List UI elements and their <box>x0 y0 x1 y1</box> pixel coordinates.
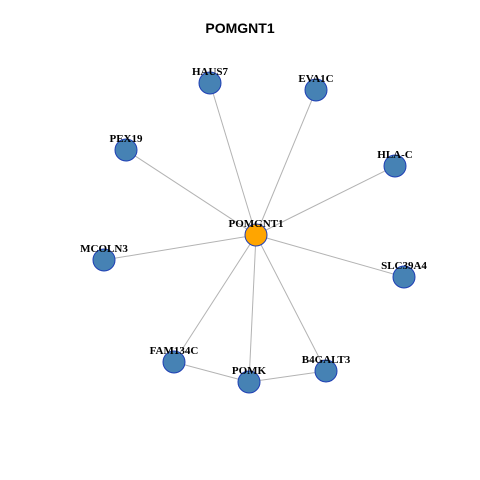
node-label-mcoln3: MCOLN3 <box>80 243 128 255</box>
node-eva1c[interactable] <box>304 78 328 102</box>
node-label-slc39a4: SLC39A4 <box>381 260 427 272</box>
edge-pomgnt1-fam134c <box>173 234 257 363</box>
nodes-layer <box>92 71 416 394</box>
node-label-b4galt3: B4GALT3 <box>302 354 351 366</box>
edge-pomk-b4galt3 <box>248 370 327 383</box>
node-haus7[interactable] <box>198 71 222 95</box>
node-label-fam134c: FAM134C <box>150 345 199 357</box>
edge-pomgnt1-pomk <box>248 234 257 383</box>
node-label-eva1c: EVA1C <box>298 73 333 85</box>
node-slc39a4[interactable] <box>392 265 416 289</box>
edge-pomgnt1-mcoln3 <box>103 234 257 261</box>
edges-layer <box>103 82 405 383</box>
edge-pomgnt1-eva1c <box>255 89 317 236</box>
node-pomgnt1[interactable] <box>244 223 268 247</box>
node-b4galt3[interactable] <box>314 359 338 383</box>
node-hla-c[interactable] <box>383 154 407 178</box>
node-pex19[interactable] <box>114 138 138 162</box>
edge-pomgnt1-hla-c <box>255 165 396 236</box>
graph-title: POMGNT1 <box>205 20 275 36</box>
edge-fam134c-pomk <box>173 361 250 383</box>
node-label-haus7: HAUS7 <box>192 66 229 78</box>
edge-pomgnt1-haus7 <box>209 82 257 236</box>
node-fam134c[interactable] <box>162 350 186 374</box>
node-mcoln3[interactable] <box>92 248 116 272</box>
edge-pomgnt1-b4galt3 <box>255 234 327 372</box>
node-label-pomk: POMK <box>232 365 267 377</box>
node-label-pex19: PEX19 <box>110 133 144 145</box>
edge-pomgnt1-slc39a4 <box>255 234 405 278</box>
node-pomk[interactable] <box>237 370 261 394</box>
edge-pomgnt1-pex19 <box>125 149 257 236</box>
node-label-hla-c: HLA-C <box>377 149 413 161</box>
node-label-pomgnt1: POMGNT1 <box>229 218 284 230</box>
